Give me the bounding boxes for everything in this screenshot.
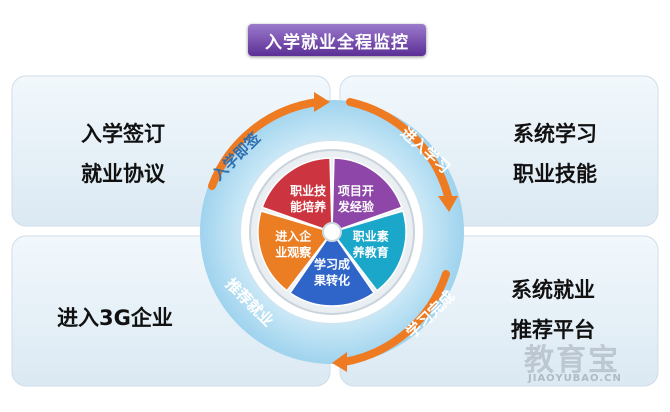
corner-top-right: 系统学习 职业技能: [480, 114, 630, 194]
corner-bottom-left: 进入3G企业: [30, 298, 200, 338]
hub-segment-label-line: 果转化: [313, 273, 350, 288]
arrow-head-bottom-right: [332, 352, 347, 372]
hub-segment-2: [330, 210, 407, 292]
hub-segment-label-line: 学习成: [314, 257, 350, 272]
corner-top-right-line2: 职业技能: [513, 162, 597, 186]
arrow-head-top-left: [314, 92, 330, 112]
corner-bottom-right-line2: 推荐平台: [511, 318, 595, 342]
hub-segment-label-3: 学习成果转化: [313, 257, 350, 288]
hub-segment-label-line: 养教育: [352, 245, 389, 260]
hub-segment-label-line: 进入企: [275, 229, 312, 244]
watermark-logo: 教育宝: [524, 343, 620, 378]
hub-segment-label-4: 进入企业观察: [275, 229, 312, 260]
corner-bottom-right: 系统就业 推荐平台: [478, 270, 628, 350]
hub-segment-label-line: 职业技: [290, 183, 327, 198]
hub-segment-label-0: 职业技能培养: [290, 183, 327, 214]
arrow-heads: [314, 92, 458, 372]
arrow-arcs: [208, 98, 452, 366]
watermark-url: JIAOYUBAO.CN: [528, 373, 622, 384]
corner-top-right-line1: 系统学习: [513, 122, 597, 146]
arrow-arc-top-right: [346, 98, 452, 200]
hub-segment-label-line: 能培养: [290, 199, 326, 214]
corner-top-left-line1: 入学签订: [81, 122, 165, 146]
hub-segment-1: [331, 157, 403, 234]
hub-segment-label-2: 职业素养教育: [352, 229, 389, 260]
corner-top-left: 入学签订 就业协议: [48, 114, 198, 194]
diagram-title: 入学就业全程监控: [248, 24, 426, 56]
hub-segment-3: [289, 230, 375, 307]
hub-segment-label-line: 业观察: [275, 245, 312, 260]
hub-segment-label-line: 职业素: [353, 229, 389, 244]
hub-segment-label-1: 项目开发经验: [337, 184, 375, 214]
hub-segment-4: [257, 210, 334, 292]
corner-bottom-left-line1: 进入3G企业: [57, 306, 173, 330]
hub-segment-label-line: 发经验: [337, 199, 375, 214]
arrow-arc-top-left: [208, 98, 322, 190]
hub-segment-label-line: 项目开: [338, 184, 374, 198]
corner-bottom-right-line1: 系统就业: [511, 278, 595, 302]
arrow-arc-bottom-right: [340, 270, 450, 366]
arrow-head-top-right: [438, 196, 458, 212]
corner-top-left-line2: 就业协议: [81, 162, 165, 186]
hub-segment-0: [261, 157, 333, 234]
hub-center: [322, 222, 342, 242]
